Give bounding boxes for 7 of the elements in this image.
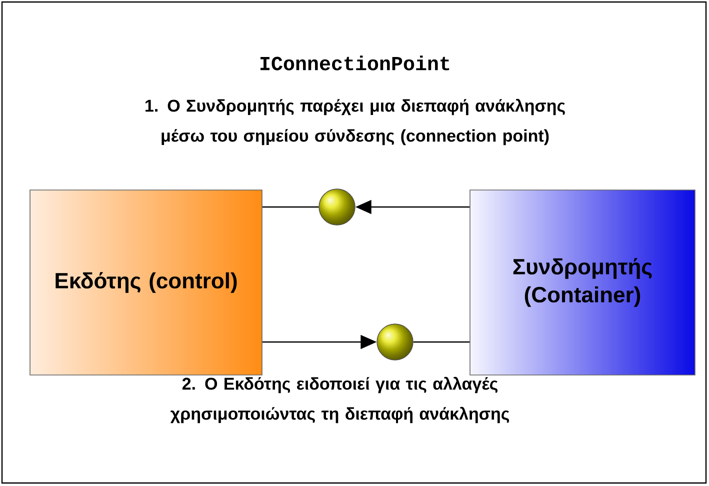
subscriber-box: Συνδρομητής (Container) — [470, 190, 696, 376]
interface-circle — [376, 324, 414, 360]
note-text: 2. Ο Εκδότης ειδοποιεί για τις αλλαγές χρησιμοποιώντας τη διεπαφή ανάκλησης — [170, 376, 510, 424]
interface-circle — [318, 188, 356, 226]
code-title: IConnectionPoint — [260, 56, 450, 70]
note-text: 1. Ο Συνδρομητής παρέχει μια διεπαφή ανάκλησης μέσω του σημείου σύνδεσης (connection point) — [146, 98, 565, 146]
publisher-box: Εκδότης (control) — [30, 190, 262, 376]
